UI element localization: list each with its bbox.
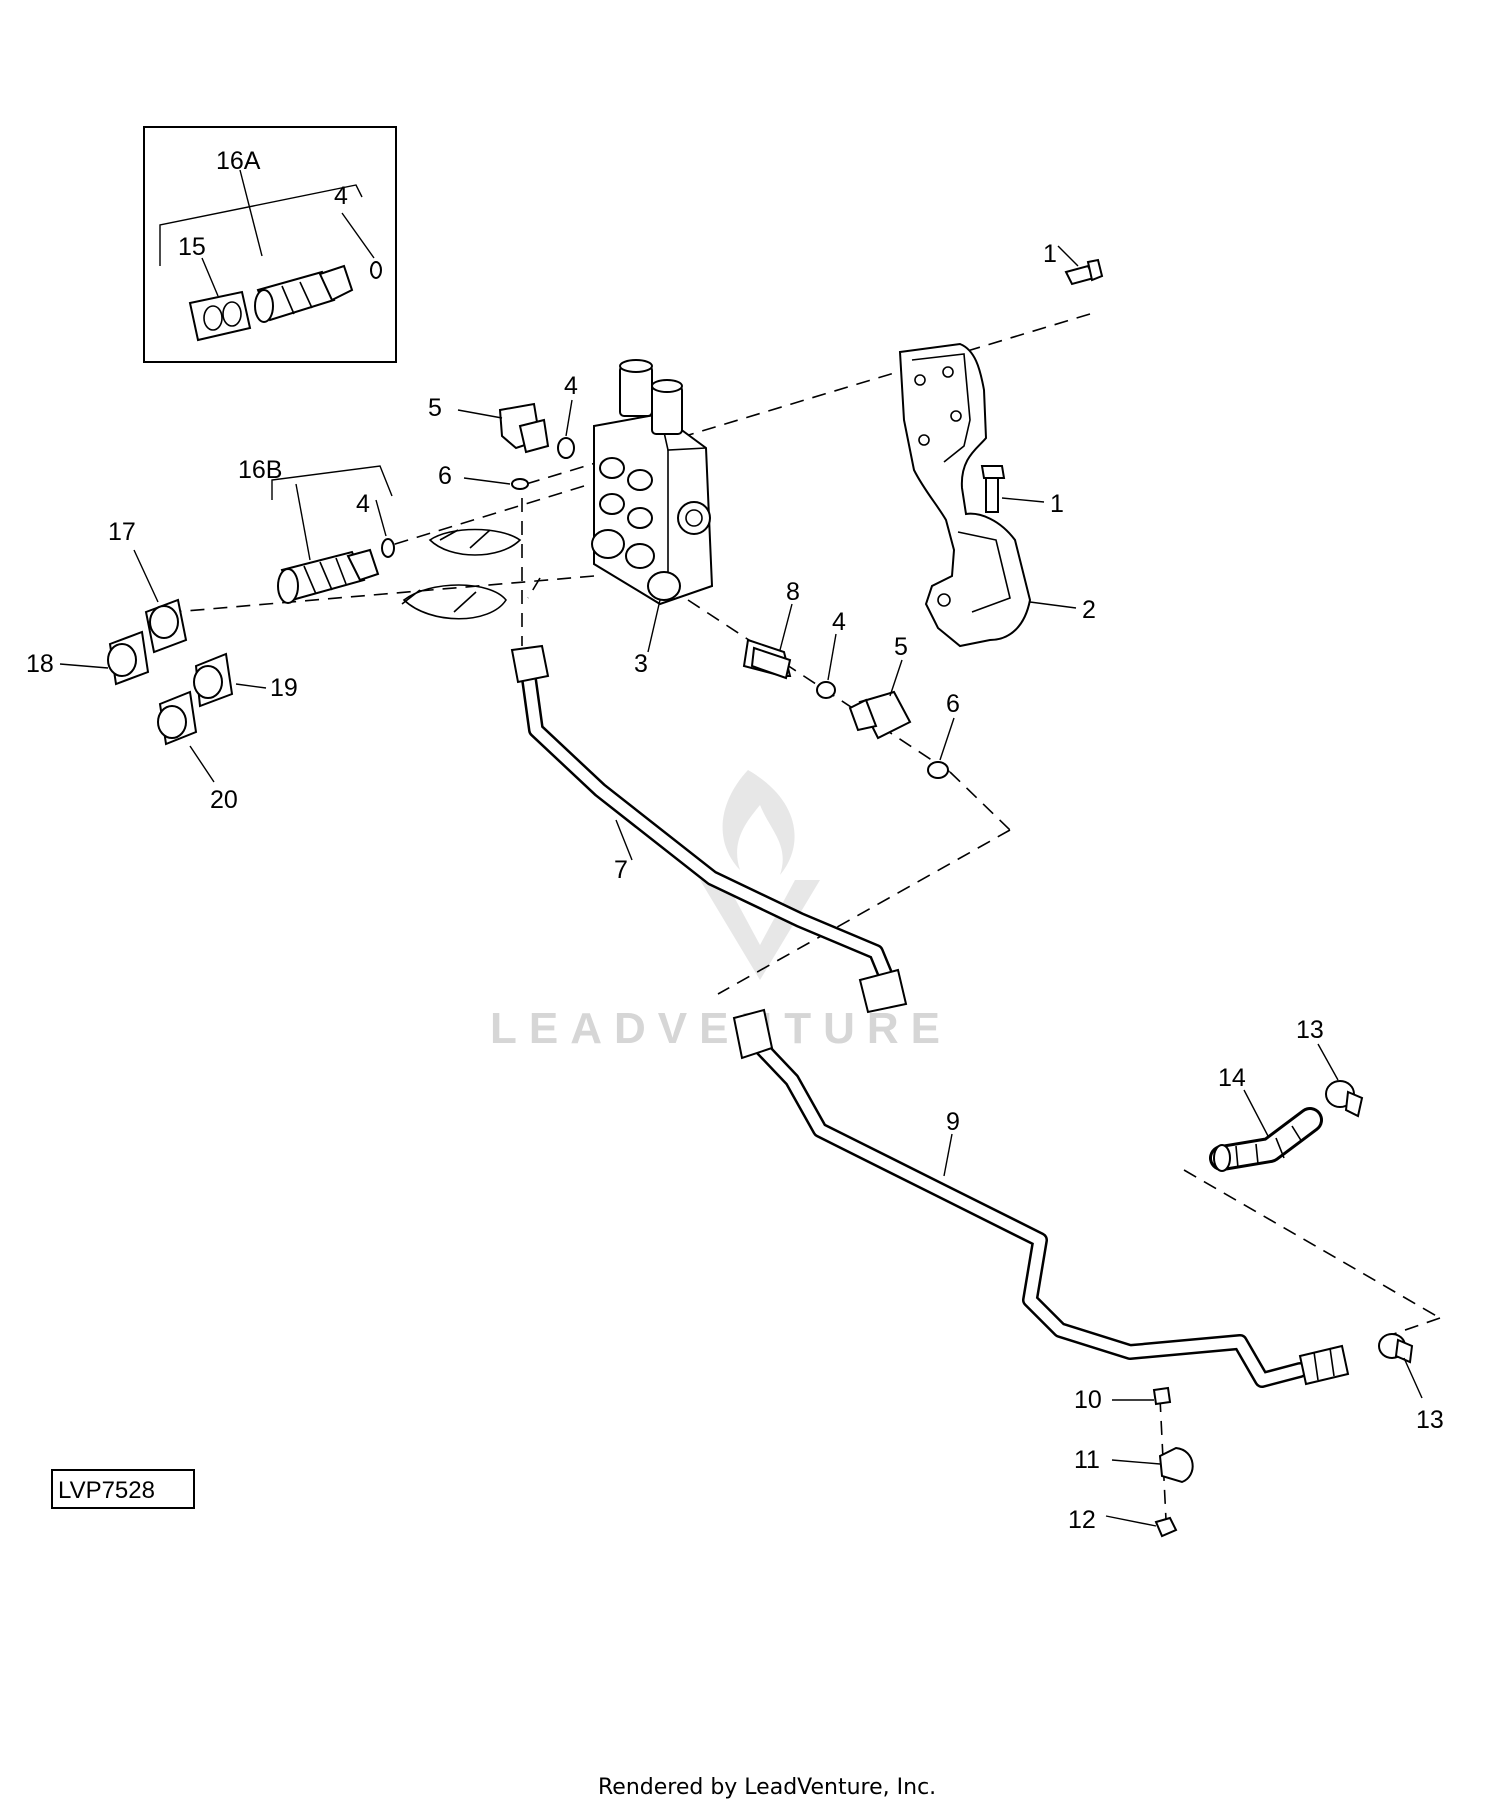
callout-5-upper: 5 xyxy=(428,394,442,422)
callout-16a: 16A xyxy=(216,147,261,175)
coupler-part-16b xyxy=(271,465,393,604)
o-ring-part-6-upper xyxy=(511,478,529,490)
bracket-part-2 xyxy=(898,342,1077,648)
callout-7: 7 xyxy=(614,856,628,884)
callout-18: 18 xyxy=(26,650,54,678)
callout-17: 17 xyxy=(108,518,136,546)
bolt-part-10 xyxy=(1112,1386,1172,1406)
watermark-text: LEADVENTURE xyxy=(490,1004,952,1053)
callout-2: 2 xyxy=(1082,596,1096,624)
decal-stack xyxy=(401,528,522,620)
callout-4-upper: 4 xyxy=(564,372,578,400)
callout-10: 10 xyxy=(1074,1386,1102,1414)
o-ring-part-4-upper xyxy=(557,437,575,459)
callout-9: 9 xyxy=(946,1108,960,1136)
callout-13-upper: 13 xyxy=(1296,1016,1324,1044)
o-ring-part-4-right xyxy=(816,681,836,699)
bolt-part-1-upper xyxy=(1057,245,1104,286)
callout-4-right: 4 xyxy=(832,608,846,636)
hose-clamp-part-13-lower xyxy=(1378,1333,1423,1399)
callouts: 1 1 2 3 4 4 4 5 5 6 6 7 8 9 10 11 12 13 … xyxy=(26,240,1444,1534)
dust-cap-part-18 xyxy=(59,630,150,686)
callout-11: 11 xyxy=(1074,1446,1100,1474)
o-ring-part-6-right xyxy=(927,761,949,779)
bolt-part-1-lower xyxy=(980,465,1045,513)
dust-cap-part-20 xyxy=(157,690,215,783)
callout-4-inset: 4 xyxy=(334,182,348,210)
callout-8: 8 xyxy=(786,578,800,606)
o-ring-part-4-inset xyxy=(370,261,382,279)
clip-part-11 xyxy=(1111,1446,1194,1484)
callout-16b: 16B xyxy=(238,456,282,484)
callout-3: 3 xyxy=(634,650,648,678)
nut-part-12 xyxy=(1105,1515,1178,1538)
elbow-fitting-part-5-upper xyxy=(457,402,550,454)
dust-cap-part-17 xyxy=(133,549,188,654)
callout-15: 15 xyxy=(178,233,206,261)
watermark-logo-icon xyxy=(700,770,820,980)
seal-kit-part-15 xyxy=(188,290,252,342)
callout-20: 20 xyxy=(210,786,238,814)
callout-14: 14 xyxy=(1218,1064,1246,1092)
coupler-part-16a xyxy=(254,264,354,323)
callout-1-upper: 1 xyxy=(1043,240,1057,268)
watermark: LEADVENTURE xyxy=(490,770,952,1053)
callout-19: 19 xyxy=(270,674,298,702)
dust-cap-part-19 xyxy=(193,652,267,708)
reference-id-box: LVP7528 xyxy=(51,1469,195,1509)
inset-16a: 16A 4 15 xyxy=(143,126,397,363)
callout-13-lower: 13 xyxy=(1416,1406,1444,1434)
o-ring-part-4-mid xyxy=(381,538,395,558)
control-valve-part-3 xyxy=(591,359,714,653)
hose-clamp-part-13-upper xyxy=(1317,1043,1364,1118)
callout-5-right: 5 xyxy=(894,633,908,661)
callout-1-lower: 1 xyxy=(1050,490,1064,518)
adapter-part-8 xyxy=(742,603,793,680)
callout-4-mid: 4 xyxy=(356,490,370,518)
footer-credit: Rendered by LeadVenture, Inc. xyxy=(598,1775,936,1800)
hose-part-14 xyxy=(1209,1089,1323,1172)
tube-part-7 xyxy=(510,644,908,1014)
reference-id: LVP7528 xyxy=(58,1477,155,1504)
fitting-part-5-right xyxy=(848,659,912,740)
tube-part-9 xyxy=(732,1008,1350,1388)
callout-6-upper: 6 xyxy=(438,462,452,490)
callout-6-right: 6 xyxy=(946,690,960,718)
callout-12: 12 xyxy=(1068,1506,1096,1534)
